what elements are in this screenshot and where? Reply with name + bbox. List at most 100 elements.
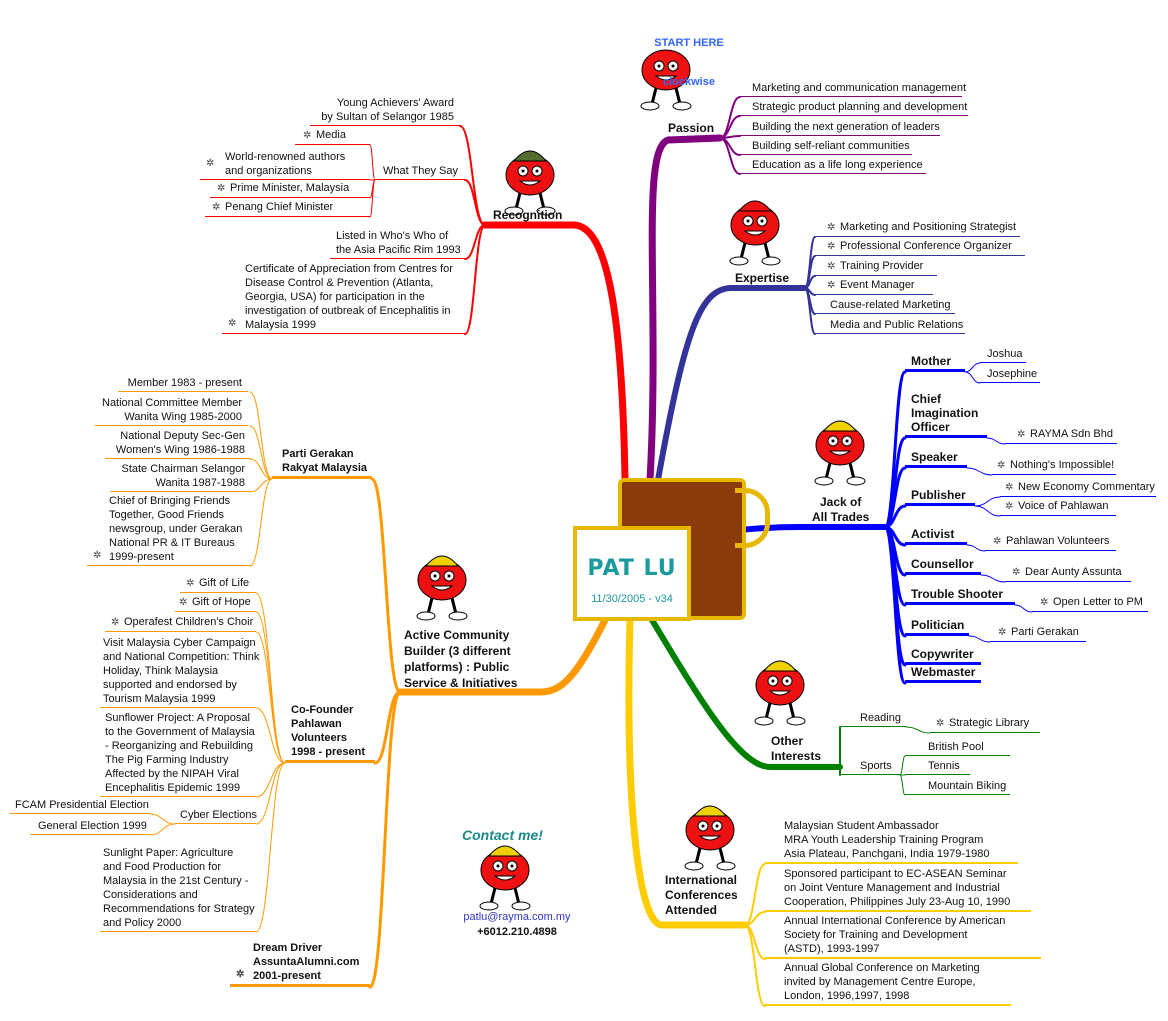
recognition-certificate[interactable]: ✲Certificate of Appreciation from Centre… <box>222 262 465 334</box>
child-joshua[interactable]: Joshua <box>980 347 1026 363</box>
pahlawan-item[interactable]: ✲Operafest Children's Choir <box>105 615 256 632</box>
branch-expertise <box>655 285 808 483</box>
role-webmaster[interactable]: Webmaster <box>905 665 981 683</box>
link-parti-gerakan[interactable]: ✲Parti Gerakan <box>990 625 1086 642</box>
pahlawan-item[interactable]: ✲ Gift of Life <box>180 576 256 593</box>
link-pahlawan-volunteers[interactable]: ✲Pahlawan Volunteers <box>985 534 1116 551</box>
say-item[interactable]: ✲Prime Minister, Malaysia <box>210 181 370 198</box>
item-label: Strategic Library <box>949 717 1030 729</box>
expertise-item[interactable]: ✲Marketing and Positioning Strategist <box>815 220 1020 237</box>
topic-other-interests[interactable]: Other Interests <box>771 734 822 763</box>
pahlawan-cyber-elections[interactable]: Cyber Elections <box>175 808 257 824</box>
item-label: Gift of Life <box>199 577 250 589</box>
conference-item[interactable]: Sponsored participant to EC-ASEAN Semina… <box>765 867 1031 912</box>
passion-item[interactable]: Building self-reliant communities <box>740 139 912 155</box>
connector-line <box>883 525 907 685</box>
expertise-item[interactable]: ✲Professional Conference Organizer <box>815 239 1025 256</box>
topic-international-conferences[interactable]: International Conferences Attended <box>665 873 738 917</box>
link-nothings-impossible[interactable]: ✲Nothing's Impossible! <box>992 458 1116 475</box>
cyber-election-item[interactable]: General Election 1999 <box>30 819 150 835</box>
connector-line <box>368 690 402 989</box>
conference-item[interactable]: Annual International Conference by Ameri… <box>765 914 1041 959</box>
topic-jack-of-all-trades[interactable]: Jack of All Trades <box>812 495 870 524</box>
item-label: Parti Gerakan <box>1011 626 1079 638</box>
role-copywriter[interactable]: Copywriter <box>905 647 981 665</box>
role-chief-imagination-officer[interactable]: Chief Imagination Officer <box>905 392 987 438</box>
connector-line <box>974 496 1001 507</box>
connector-line <box>464 224 486 335</box>
gerakan-item[interactable]: National Deputy Sec-Gen Women's Wing 198… <box>105 429 251 459</box>
pahlawan-item[interactable]: Sunlight Paper: Agriculture and Food Pro… <box>100 846 256 932</box>
item-label: Media <box>316 129 346 141</box>
expertise-item[interactable]: Cause-related Marketing <box>815 298 955 314</box>
link-strategic-library[interactable]: ✲Strategic Library <box>930 716 1040 733</box>
role-mother[interactable]: Mother <box>905 354 965 372</box>
item-label: RAYMA Sdn Bhd <box>1030 428 1113 440</box>
topic-active-community-builder[interactable]: Active Community Builder (3 different pl… <box>404 628 518 690</box>
interest-reading[interactable]: Reading <box>840 711 906 727</box>
say-item[interactable]: ✲World-renowned authors and organization… <box>200 150 370 180</box>
passion-item[interactable]: Marketing and communication management <box>740 81 966 97</box>
connector-line <box>249 391 273 480</box>
link-new-economy-commentary[interactable]: ✲New Economy Commentary <box>1000 480 1156 497</box>
topic-passion[interactable]: Passion <box>668 121 715 135</box>
connector-line <box>255 631 286 764</box>
pahlawan-item[interactable]: Sunflower Project: A Proposal to the Gov… <box>100 711 256 797</box>
sport-item[interactable]: British Pool <box>905 740 1010 756</box>
say-item[interactable]: ✲Penang Chief Minister <box>205 200 370 217</box>
connector-line <box>966 467 993 476</box>
connector-line <box>980 574 1006 583</box>
topic-recognition[interactable]: Recognition <box>493 208 563 222</box>
expertise-item[interactable]: ✲Event Manager <box>815 278 933 295</box>
pahlawan-item[interactable]: Visit Malaysia Cyber Campaign and Nation… <box>100 636 259 708</box>
sub-dream-driver[interactable]: ✲Dream Driver AssuntaAlumni.com 2001-pre… <box>230 941 370 987</box>
hyperlink-icon: ✲ <box>186 578 195 589</box>
recognition-whos-who[interactable]: Listed in Who's Who of the Asia Pacific … <box>330 229 465 259</box>
child-josephine[interactable]: Josephine <box>980 367 1040 383</box>
role-counsellor[interactable]: Counsellor <box>905 557 981 575</box>
passion-item[interactable]: Building the next generation of leaders <box>740 120 940 136</box>
hyperlink-icon: ✲ <box>111 617 120 628</box>
link-dear-aunty-assunta[interactable]: ✲Dear Aunty Assunta <box>1005 565 1131 582</box>
hyperlink-icon: ✲ <box>217 183 226 194</box>
pahlawan-item[interactable]: ✲Gift of Hope <box>175 595 256 612</box>
connector-line <box>464 179 486 226</box>
role-politician[interactable]: Politician <box>905 618 969 636</box>
gerakan-item[interactable]: ✲Chief of Bringing Friends Together, Goo… <box>87 494 251 566</box>
passion-mascot-icon <box>640 49 692 111</box>
center-topic[interactable]: PAT LU 11/30/2005 - v34 <box>573 526 691 621</box>
topic-expertise[interactable]: Expertise <box>735 271 790 285</box>
gerakan-item[interactable]: National Committee Member Wanita Wing 19… <box>95 396 248 426</box>
recognition-young-achievers[interactable]: Young Achievers' Award by Sultan of Sela… <box>310 96 460 126</box>
gerakan-item[interactable]: State Chairman Selangor Wanita 1987-1988 <box>110 462 251 492</box>
gerakan-item[interactable]: Member 1983 - present <box>118 376 248 392</box>
clockwise-label: clockwise <box>663 76 715 88</box>
item-label: Nothing's Impossible! <box>1010 459 1115 471</box>
expertise-item[interactable]: Media and Public Relations <box>815 318 965 334</box>
say-item[interactable]: ✲Media <box>295 128 370 145</box>
link-rayma[interactable]: ✲RAYMA Sdn Bhd <box>1005 427 1117 444</box>
sub-parti-gerakan-rakyat-malaysia[interactable]: Parti Gerakan Rakyat Malaysia <box>272 447 372 479</box>
sport-item[interactable]: Mountain Biking <box>905 779 1010 795</box>
role-speaker[interactable]: Speaker <box>905 450 967 468</box>
conference-item[interactable]: Annual Global Conference on Marketing in… <box>765 961 1011 1006</box>
expertise-item[interactable]: ✲Training Provider <box>815 259 937 276</box>
role-publisher[interactable]: Publisher <box>905 488 975 506</box>
cyber-election-item[interactable]: FCAM Presidential Election <box>10 798 150 814</box>
role-trouble-shooter[interactable]: Trouble Shooter <box>905 587 1015 605</box>
conference-item[interactable]: Malaysian Student Ambassador MRA Youth L… <box>765 819 1018 864</box>
link-voice-of-pahlawan[interactable]: ✲Voice of Pahlawan <box>1000 499 1116 516</box>
sub-co-founder-pahlawan-volunteers[interactable]: Co-Founder Pahlawan Volunteers 1998 - pr… <box>285 703 375 763</box>
role-activist[interactable]: Activist <box>905 527 967 545</box>
sport-item[interactable]: Tennis <box>905 759 970 775</box>
interest-sports[interactable]: Sports <box>840 759 900 775</box>
item-label: Certificate of Appreciation from Centres… <box>245 263 453 331</box>
contact-title: Contact me! <box>462 827 543 843</box>
contact-email[interactable]: patlu@rayma.com.my <box>463 911 571 923</box>
passion-item[interactable]: Strategic product planning and developme… <box>740 100 968 116</box>
recognition-what-they-say[interactable]: What They Say <box>375 164 465 180</box>
passion-item[interactable]: Education as a life long experience <box>740 158 926 174</box>
link-open-letter-to-pm[interactable]: ✲Open Letter to PM <box>1032 595 1148 612</box>
start-here-label: START HERE <box>654 37 724 49</box>
